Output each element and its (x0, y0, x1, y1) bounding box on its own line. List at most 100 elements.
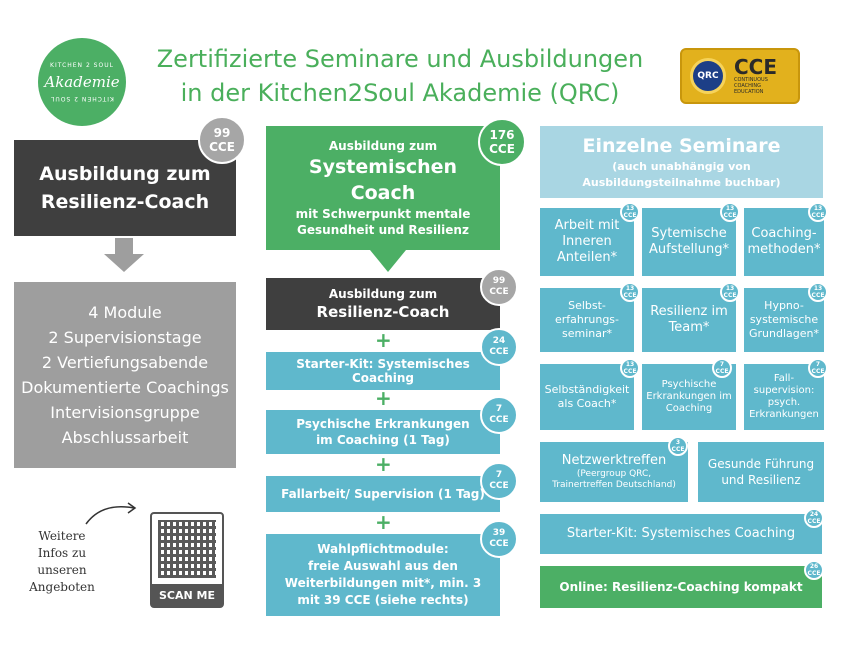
tile-unit: CCE (811, 212, 825, 219)
mid-wahl-unit: CCE (489, 539, 509, 549)
more-info-text: Weitere Infos zu unseren Angeboten (29, 529, 95, 594)
mid-fall-num: 7 (495, 470, 503, 480)
seminar-tile[interactable]: Selbst- erfahrungs- seminar* (540, 288, 634, 352)
sc-badge-unit: CCE (489, 142, 515, 156)
mid-starter-box: Starter-Kit: Systemisches Coaching (266, 352, 500, 390)
netz-unit: CCE (671, 446, 685, 453)
online-num: 26 (809, 563, 819, 570)
mid-wahl-num: 39 (492, 528, 506, 538)
module-item: Abschlussarbeit (61, 428, 189, 447)
tile-text: Selbständigkeit (544, 383, 630, 396)
systemischer-coach-box: Ausbildung zum Systemischen Coach mit Sc… (266, 126, 500, 250)
mid-psych-num: 7 (495, 404, 503, 414)
tile-unit: CCE (623, 212, 637, 219)
mid-psych-unit: CCE (489, 415, 509, 425)
netz-sub-1: (Peergroup QRC, (576, 469, 652, 479)
gesunde-fuehrung-tile[interactable]: Gesunde Führung und Resilienz (698, 442, 824, 502)
mid-starter-unit: CCE (489, 347, 509, 357)
online-label: Online: Resilienz-Coaching kompakt (559, 580, 803, 594)
netz-sub-2: Trainertreffen Deutschland) (552, 480, 676, 490)
tile-text: Selbst- (568, 299, 606, 312)
mid-starter-cce-badge: 24 CCE (480, 328, 518, 366)
sc-line-3: Coach (350, 182, 416, 204)
sc-line-4: mit Schwerpunkt mentale (295, 207, 471, 221)
mid-wahl-box: Wahlpflichtmodule: freie Auswahl aus den… (266, 534, 500, 616)
right-starter-num: 24 (809, 511, 819, 518)
tile-num: 13 (625, 361, 635, 368)
mid-wahl-line-3: Weiterbildungen mit*, min. 3 (284, 576, 482, 590)
netzwerktreffen-tile[interactable]: Netzwerktreffen (Peergroup QRC, Trainert… (540, 442, 688, 502)
tile-text: Arbeit mit (554, 218, 620, 233)
page-title: Zertifizierte Seminare und Ausbildungen … (140, 42, 660, 110)
module-item: Dokumentierte Coachings (21, 378, 229, 397)
mid-fall-unit: CCE (489, 481, 509, 491)
mid-fall-box: Fallarbeit/ Supervision (1 Tag) (266, 476, 500, 512)
seminar-tile[interactable]: Arbeit mit Inneren Anteilen* (540, 208, 634, 276)
left-cce-badge: 99 CCE (198, 116, 246, 164)
mid-res-line-2: Resilienz-Coach (316, 303, 450, 321)
left-modules-box: 4 Module 2 Supervisionstage 2 Vertiefung… (14, 282, 236, 468)
mid-psych-line-1: Psychische Erkrankungen (296, 417, 470, 431)
curved-arrow-icon (85, 502, 137, 525)
plus-sign: + (375, 386, 392, 410)
mid-res-line-1: Ausbildung zum (328, 287, 438, 301)
tile-unit: CCE (723, 292, 737, 299)
tile-num: 13 (725, 285, 735, 292)
tile-text: Coaching- (751, 226, 817, 241)
netz-num: 3 (675, 439, 681, 446)
qr-code[interactable]: SCAN ME (150, 512, 224, 608)
module-item: 2 Supervisionstage (48, 328, 202, 347)
seminar-tile[interactable]: Sytemische Aufstellung* (642, 208, 736, 276)
seminar-tile[interactable]: Resilienz im Team* (642, 288, 736, 352)
mid-starter-num: 24 (492, 336, 506, 346)
tile-text: Anteilen* (556, 250, 618, 265)
tile-text: erfahrungs- (554, 313, 620, 326)
module-item: Intervisionsgruppe (50, 403, 200, 422)
tile-unit: CCE (623, 292, 637, 299)
tile-text: Coaching (665, 403, 713, 414)
online-resilienz-tile[interactable]: Online: Resilienz-Coaching kompakt (540, 566, 822, 608)
mid-fall-label: Fallarbeit/ Supervision (1 Tag) (281, 487, 485, 501)
tile-text: Resilienz im (650, 304, 728, 319)
mid-wahl-line-1: Wahlpflichtmodule: (317, 542, 449, 556)
mid-res-badge-unit: CCE (489, 287, 509, 297)
einzelne-seminare-header: Einzelne Seminare (auch unabhängig von A… (540, 126, 823, 198)
tile-num: 13 (725, 205, 735, 212)
logo-bottom-text: KITCHEN 2 SOUL (50, 95, 114, 102)
fuehrung-line-1: Gesunde Führung (707, 457, 815, 471)
cce-sub-3: EDUCATION (734, 89, 764, 95)
left-badge-num: 99 (213, 126, 231, 140)
tile-text: methoden* (747, 242, 821, 257)
seminar-tile[interactable]: Selbständigkeit als Coach* (540, 364, 634, 430)
mid-resilienz-box: Ausbildung zum Resilienz-Coach (266, 278, 500, 330)
mid-wahl-line-4: mit 39 CCE (siehe rechts) (297, 593, 469, 607)
cce-label: CCE (734, 55, 778, 79)
tile-text: Fall- (773, 373, 795, 384)
fuehrung-line-2: und Resilienz (721, 473, 801, 487)
left-head-line-1: Ausbildung zum (39, 163, 211, 185)
cce-sub-2: COACHING (734, 83, 762, 89)
module-item: 2 Vertiefungsabende (41, 353, 209, 372)
tile-text: Hypno- (764, 299, 804, 312)
right-starter-tile[interactable]: Starter-Kit: Systemisches Coaching (540, 514, 822, 554)
right-starter-unit: CCE (807, 518, 821, 525)
mid-res-badge-num: 99 (492, 276, 506, 286)
title-line-1: Zertifizierte Seminare und Ausbildungen (156, 45, 644, 73)
scan-me-label: SCAN ME (152, 584, 222, 606)
seminar-tile[interactable]: Hypno- systemische Grundlagen* (744, 288, 824, 352)
tile-text: Grundlagen* (749, 327, 819, 340)
sc-line-1: Ausbildung zum (328, 139, 438, 153)
tile-text: Erkrankungen im (646, 391, 732, 402)
tile-text: Inneren (562, 234, 612, 249)
left-head-line-2: Resilienz-Coach (40, 191, 210, 213)
mid-wahl-cce-badge: 39 CCE (480, 520, 518, 558)
mid-res-cce-badge: 99 CCE (480, 268, 518, 306)
